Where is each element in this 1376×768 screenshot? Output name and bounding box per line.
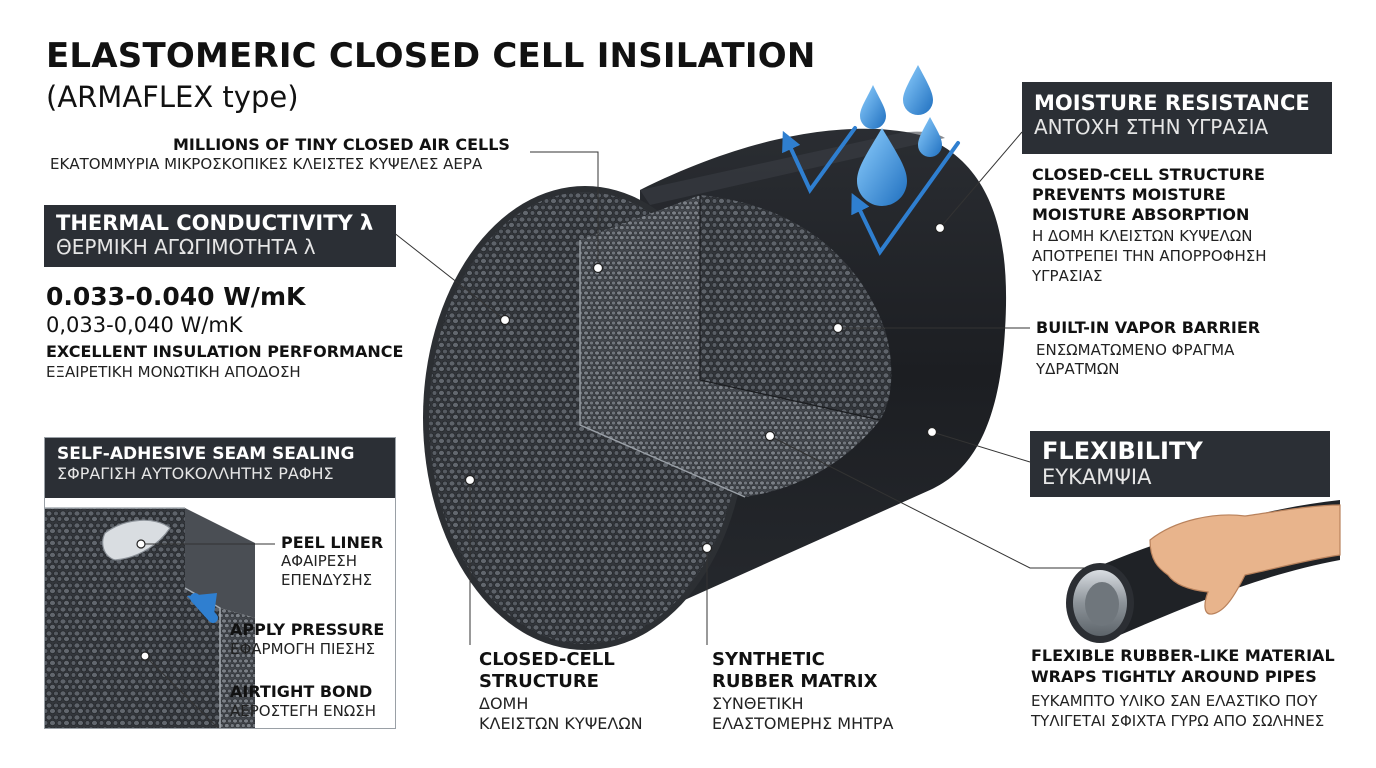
flex-desc-gr2: ΤΥΛΙΓΕΤΑΙ ΣΦΙΧΤΑ ΓΥΡΩ ΑΠΟ ΣΩΛΗΝΕΣ xyxy=(1031,712,1325,730)
moisture-desc-en2: PREVENTS MOISTURE xyxy=(1032,185,1226,204)
moisture-header: MOISTURE RESISTANCE ΑΝΤΟΧΗ ΣΤΗΝ ΥΓΡΑΣΙΑ xyxy=(1022,82,1332,154)
thermal-perf-gr: ΕΞΑΙΡΕΤΙΚΗ ΜΟΝΩΤΙΚΗ ΑΠΟΔΟΣΗ xyxy=(46,363,301,381)
page-title: ELASTOMERIC CLOSED CELL INSILATION xyxy=(46,36,816,76)
moisture-title-en: MOISTURE RESISTANCE xyxy=(1034,91,1310,115)
closed-cell-gr1: ΔΟΜΗ xyxy=(479,694,529,713)
repel-arrows xyxy=(782,126,960,256)
vapor-en: BUILT-IN VAPOR BARRIER xyxy=(1036,318,1261,337)
rubber-en1: SYNTHETIC xyxy=(712,649,825,670)
cutaway-floor xyxy=(580,380,880,497)
seam-title-en: SELF-ADHESIVE SEAM SEALING xyxy=(57,444,355,464)
water-drop-icon xyxy=(918,117,942,157)
moisture-desc-gr2: ΑΠΟΤΡΕΠΕΙ ΤΗΝ ΑΠΟΡΡΟΦΗΣΗ xyxy=(1032,247,1267,265)
flex-title-en: FLEXIBILITY xyxy=(1042,437,1203,465)
page-subtitle: (ARMAFLEX type) xyxy=(46,80,299,114)
closed-cell-gr2: ΚΛΕΙΣΤΩΝ ΚΥΨΕΛΩΝ xyxy=(479,714,643,733)
flex-desc-gr1: ΕΥΚΑΜΠΤΟ ΥΛΙΚΟ ΣΑΝ ΕΛΑΣΤΙΚΟ ΠΟΥ xyxy=(1031,692,1318,710)
seam-inset: SELF-ADHESIVE SEAM SEALING ΣΦΡΑΓΙΣΗ ΑΥΤΟ… xyxy=(44,437,396,729)
airtight-bond-en: AIRTIGHT BOND xyxy=(230,682,373,701)
seam-header: SELF-ADHESIVE SEAM SEALING ΣΦΡΑΓΙΣΗ ΑΥΤΟ… xyxy=(45,438,395,498)
flex-header: FLEXIBILITY ΕΥΚΑΜΨΙΑ xyxy=(1030,431,1330,497)
water-drop-icon xyxy=(903,65,933,115)
insulation-cylinder xyxy=(423,128,1007,650)
water-drops xyxy=(857,65,942,206)
moisture-desc-gr3: ΥΓΡΑΣΙΑΣ xyxy=(1032,267,1103,285)
thermal-header: THERMAL CONDUCTIVITY λ ΘΕΡΜΙΚΗ ΑΓΩΓΙΜΟΤΗ… xyxy=(44,205,396,267)
moisture-desc-en1: CLOSED-CELL STRUCTURE xyxy=(1032,165,1265,184)
moisture-desc-en3: MOISTURE ABSORPTION xyxy=(1032,205,1250,224)
peel-liner-gr2: ΕΠΕΝΔΥΣΗΣ xyxy=(281,571,373,589)
hand-icon xyxy=(1149,504,1341,615)
flex-desc-en2: WRAPS TIGHTLY AROUND PIPES xyxy=(1031,667,1317,686)
thermal-value-alt: 0,033-0,040 W/mK xyxy=(46,313,243,337)
apply-pressure-en: APPLY PRESSURE xyxy=(230,620,385,639)
apply-pressure-gr: ΕΦΑΡΜΟΓΗ ΠΙΕΣΗΣ xyxy=(230,640,376,658)
rubber-gr1: ΣΥΝΘΕΤΙΚΗ xyxy=(712,694,804,713)
seam-illustration xyxy=(45,498,395,728)
cutaway-side-wall xyxy=(700,195,892,420)
pressure-arrow-icon xyxy=(187,593,217,622)
leader-dots xyxy=(464,222,946,554)
cutaway-back-wall xyxy=(580,195,700,425)
closed-cell-en2: STRUCTURE xyxy=(479,671,599,692)
rubber-gr2: ΕΛΑΣΤΟΜΕΡΗΣ ΜΗΤΡΑ xyxy=(712,714,894,733)
closed-cell-en1: CLOSED-CELL xyxy=(479,649,615,670)
peel-liner-icon xyxy=(102,519,171,561)
cells-label-gr: ΕΚΑΤΟΜΜΥΡΙΑ ΜΙΚΡΟΣΚΟΠΙΚΕΣ ΚΛΕΙΣΤΕΣ ΚΥΨΕΛ… xyxy=(50,155,483,173)
vapor-gr1: ΕΝΣΩΜΑΤΩΜΕΝΟ ΦΡΑΓΜΑ xyxy=(1036,341,1235,359)
water-drop-icon xyxy=(860,85,886,129)
seam-title-gr: ΣΦΡΑΓΙΣΗ ΑΥΤΟΚΟΛΛΗΤΗΣ ΡΑΦΗΣ xyxy=(57,464,334,483)
thermal-value: 0.033-0.040 W/mK xyxy=(46,282,306,311)
thermal-title-gr: ΘΕΡΜΙΚΗ ΑΓΩΓΙΜΟΤΗΤΑ λ xyxy=(56,235,316,259)
flex-desc-en1: FLEXIBLE RUBBER-LIKE MATERIAL xyxy=(1031,646,1335,665)
moisture-desc-gr1: Η ΔΟΜΗ ΚΛΕΙΣΤΩΝ ΚΥΨΕΛΩΝ xyxy=(1032,227,1253,245)
airtight-bond-gr: ΑΕΡΟΣΤΕΓΗ ΕΝΩΣΗ xyxy=(230,702,377,720)
thermal-perf-en: EXCELLENT INSULATION PERFORMANCE xyxy=(46,342,404,361)
rubber-en2: RUBBER MATRIX xyxy=(712,671,878,692)
flexible-pipe xyxy=(1066,500,1341,643)
cells-label-en: MILLIONS OF TINY CLOSED AIR CELLS xyxy=(173,135,510,154)
water-drop-icon xyxy=(857,128,907,206)
vapor-gr2: ΥΔΡΑΤΜΩΝ xyxy=(1036,360,1120,378)
thermal-title-en: THERMAL CONDUCTIVITY λ xyxy=(56,211,374,235)
peel-liner-en: PEEL LINER xyxy=(281,533,384,552)
peel-liner-gr1: ΑΦΑΙΡΕΣΗ xyxy=(281,552,358,570)
moisture-title-gr: ΑΝΤΟΧΗ ΣΤΗΝ ΥΓΡΑΣΙΑ xyxy=(1034,115,1269,139)
flex-title-gr: ΕΥΚΑΜΨΙΑ xyxy=(1042,465,1152,489)
